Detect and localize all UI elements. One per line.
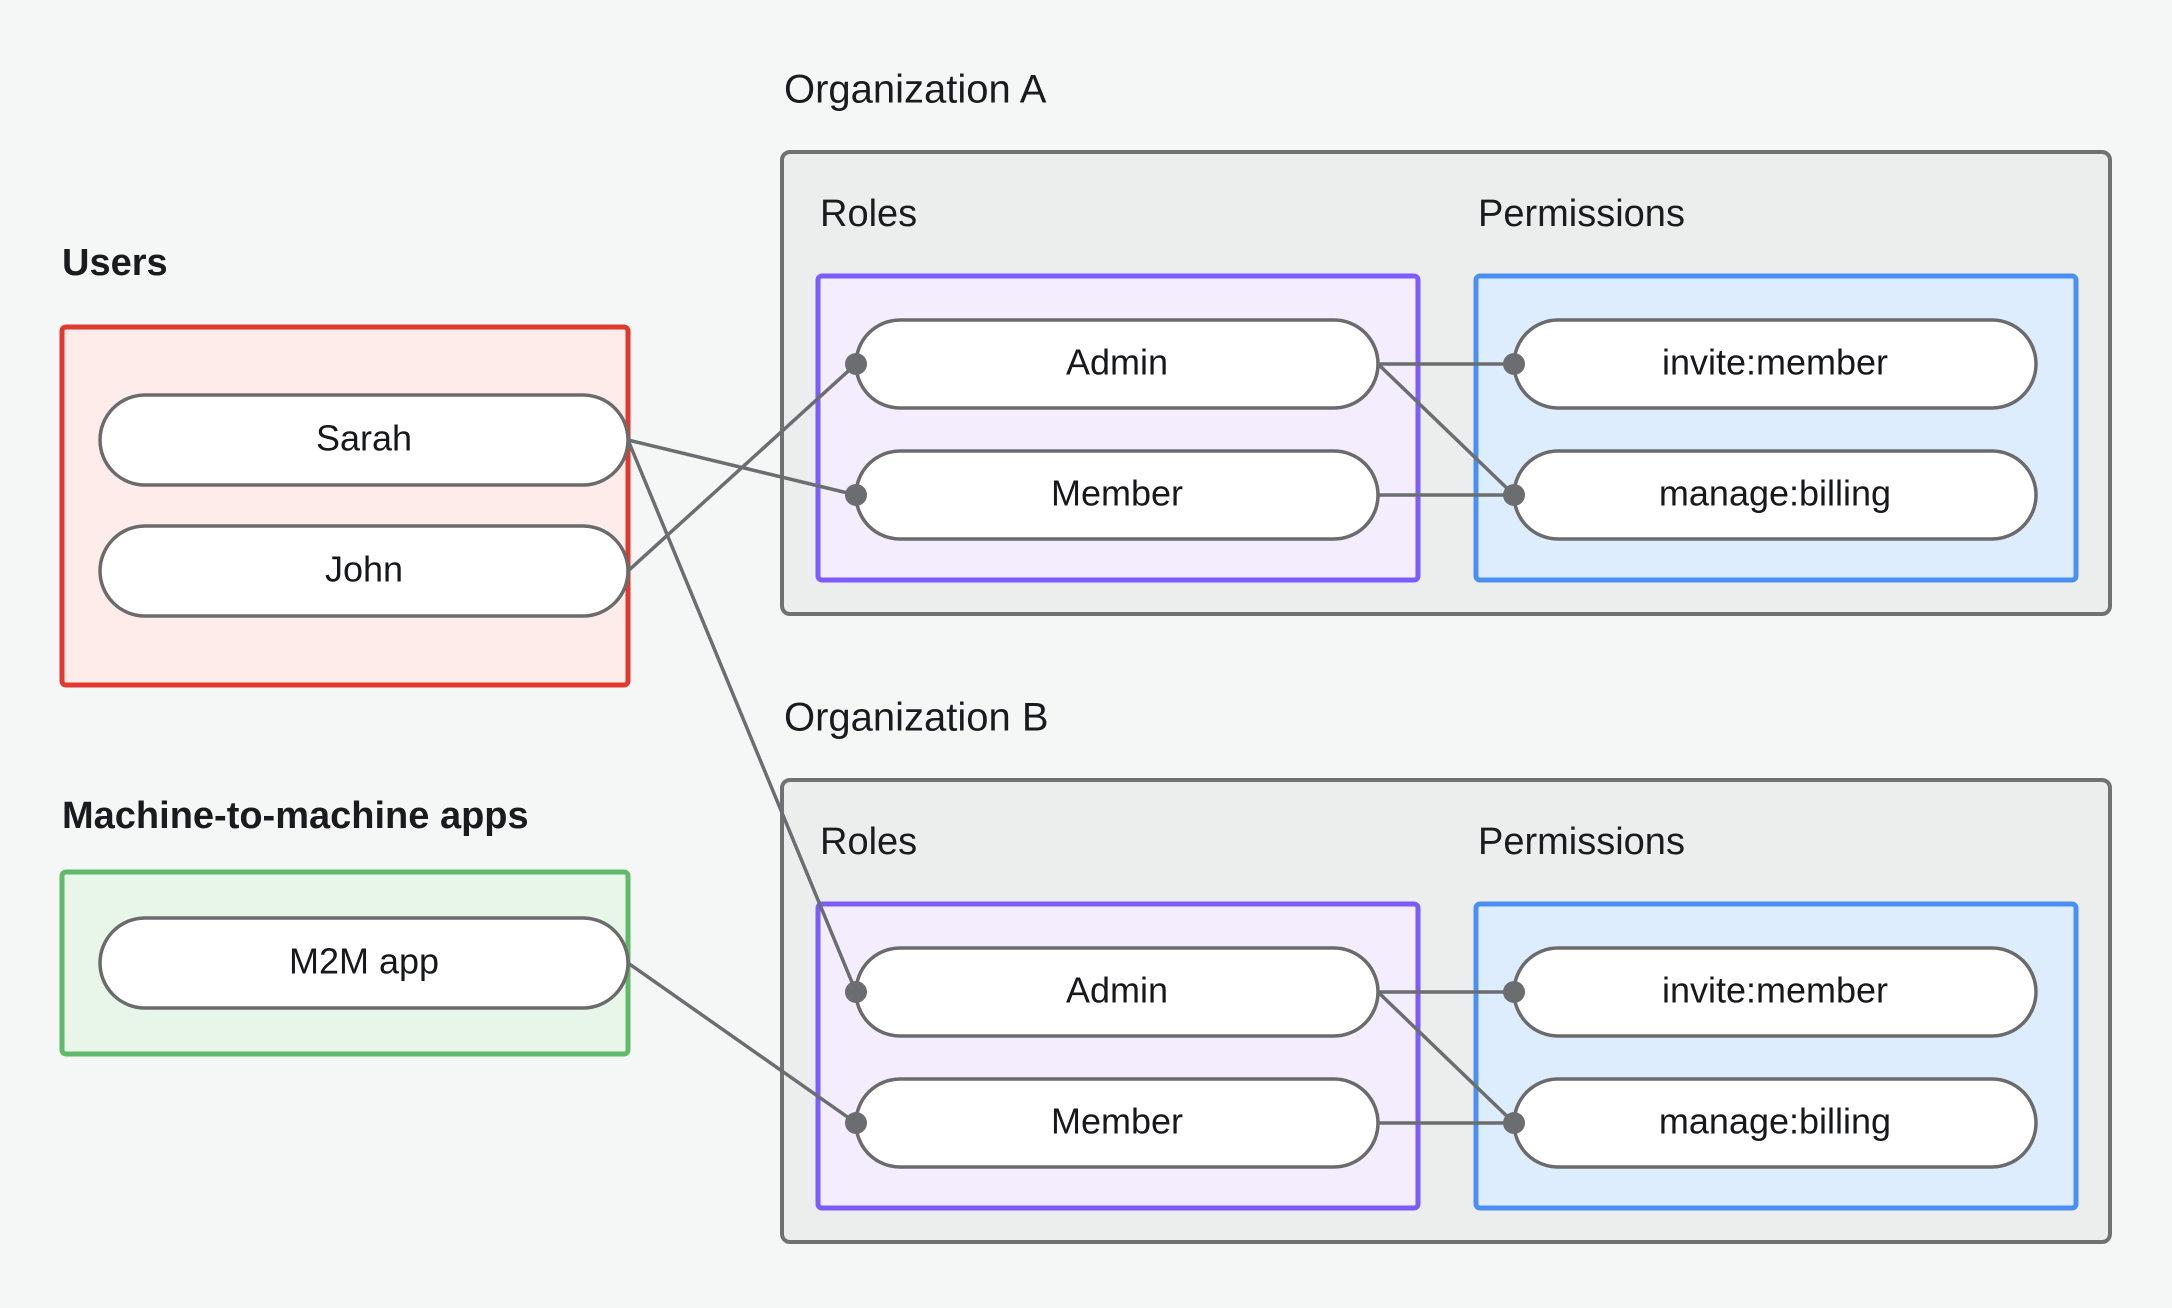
edge-m2m-to-org-b-member: [626, 961, 858, 1125]
edge-org-a-admin-to-manage-billing: [1376, 362, 1516, 497]
edge-john-to-org-a-admin: [626, 362, 858, 573]
org-a-permissions-label: Permissions: [1478, 193, 1685, 235]
users-group-box: [59, 324, 631, 688]
node-org-a-manage-billing-label: manage:billing: [1659, 473, 1891, 514]
users-group-label: Users: [62, 242, 168, 284]
node-john-label: John: [325, 549, 403, 590]
m2m-group-label: Machine-to-machine apps: [62, 795, 529, 837]
node-org-b-manage-billing-label: manage:billing: [1659, 1101, 1891, 1142]
endpoint-dot-org-a-invite-member: [1503, 353, 1525, 375]
endpoint-dot-org-b-invite-member: [1503, 981, 1525, 1003]
endpoint-dot-org-a-manage-billing: [1503, 484, 1525, 506]
endpoint-dot-org-a-member: [845, 484, 867, 506]
endpoint-dot-org-b-manage-billing: [1503, 1112, 1525, 1134]
endpoint-dot-org-b-admin: [845, 981, 867, 1003]
connection-layer: [626, 362, 1516, 1125]
org-b-permissions-label: Permissions: [1478, 821, 1685, 863]
node-org-a-member-label: Member: [1051, 473, 1183, 514]
org-b-roles-label: Roles: [820, 821, 917, 863]
node-org-b-invite-member-label: invite:member: [1662, 970, 1888, 1011]
endpoint-dot-org-a-admin: [845, 353, 867, 375]
node-m2m-app-label: M2M app: [289, 941, 439, 982]
node-org-b-admin-label: Admin: [1066, 970, 1168, 1011]
endpoint-dot-org-b-member: [845, 1112, 867, 1134]
connection-endpoint-layer: [845, 353, 1525, 1134]
node-org-a-admin-label: Admin: [1066, 342, 1168, 383]
edge-sarah-to-org-b-admin: [626, 439, 858, 993]
node-org-b-member-label: Member: [1051, 1101, 1183, 1142]
org-a-label: Organization A: [784, 68, 1047, 112]
node-org-a-invite-member-label: invite:member: [1662, 342, 1888, 383]
edge-org-b-admin-to-manage-billing: [1376, 990, 1516, 1125]
org-a-roles-label: Roles: [820, 193, 917, 235]
org-b-label: Organization B: [784, 696, 1049, 740]
node-sarah-label: Sarah: [316, 418, 412, 459]
